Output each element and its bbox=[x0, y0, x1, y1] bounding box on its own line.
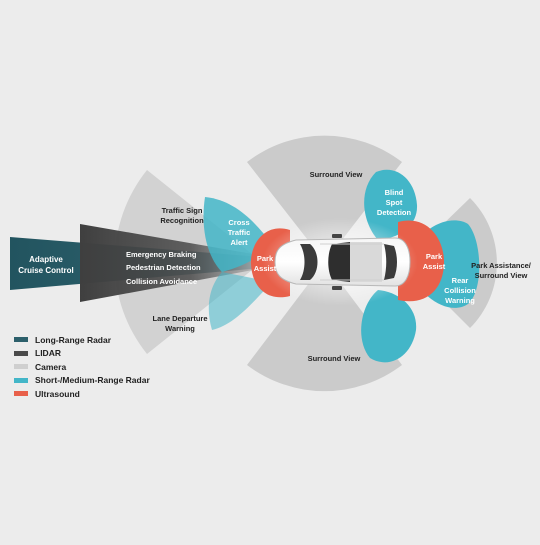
label-surround-view-top: Surround View bbox=[310, 170, 363, 179]
legend-label: Ultrasound bbox=[35, 388, 80, 399]
legend-swatch bbox=[14, 391, 28, 397]
camera-surround-top-sector bbox=[247, 135, 402, 262]
legend-item-ultrasound: Ultrasound bbox=[14, 387, 150, 401]
legend-item-short-medium-range-radar: Short-/Medium-Range Radar bbox=[14, 374, 150, 388]
legend: Long-Range Radar LIDAR Camera Short-/Med… bbox=[14, 333, 150, 401]
legend-item-camera: Camera bbox=[14, 360, 150, 374]
lidar-beam bbox=[80, 224, 264, 302]
legend-swatch bbox=[14, 377, 28, 383]
legend-swatch bbox=[14, 364, 28, 370]
legend-item-long-range-radar: Long-Range Radar bbox=[14, 333, 150, 347]
legend-swatch bbox=[14, 350, 28, 356]
legend-swatch bbox=[14, 337, 28, 343]
label-park-assistance-surround-view: Park Assistance/Surround View bbox=[471, 261, 532, 280]
label-collision-avoidance: Collision Avoidance bbox=[126, 277, 197, 286]
legend-item-lidar: LIDAR bbox=[14, 347, 150, 361]
car-icon bbox=[262, 218, 418, 306]
label-surround-view-bottom: Surround View bbox=[308, 354, 361, 363]
front-lower-radar-lobe bbox=[208, 272, 272, 330]
label-pedestrian-detection: Pedestrian Detection bbox=[126, 263, 201, 272]
legend-label: LIDAR bbox=[35, 348, 61, 359]
rear-side-radar-lobe bbox=[361, 290, 417, 363]
camera-surround-bottom-sector bbox=[247, 262, 402, 392]
legend-label: Long-Range Radar bbox=[35, 334, 112, 345]
label-emergency-braking: Emergency Braking bbox=[126, 250, 197, 259]
legend-label: Short-/Medium-Range Radar bbox=[35, 375, 150, 386]
legend-label: Camera bbox=[35, 361, 67, 372]
